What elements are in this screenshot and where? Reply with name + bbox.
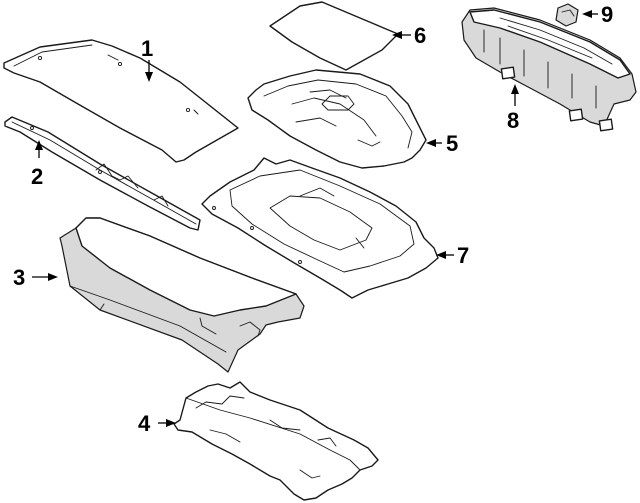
part-9-clip [555, 3, 579, 27]
callout-8-leader [511, 84, 519, 106]
callout-6-leader [392, 31, 411, 39]
part-8-rear-trim-panel [461, 7, 637, 132]
callout-7-leader [436, 251, 454, 259]
part-2-trim-rail [4, 116, 201, 231]
callout-9-leader [582, 10, 598, 18]
part-6-cover-mat [269, 1, 399, 71]
part-7-subfloor-tray [201, 157, 439, 299]
callout-7: 7 [457, 243, 469, 268]
callout-1: 1 [141, 36, 153, 61]
callout-5: 5 [446, 131, 458, 156]
callout-4-leader [158, 419, 176, 427]
callout-8: 8 [507, 108, 519, 133]
callout-6: 6 [414, 23, 426, 48]
callout-1-leader [145, 60, 153, 82]
part-4-underfloor-tray [173, 381, 379, 501]
callout-2: 2 [31, 164, 43, 189]
callout-3-leader [32, 273, 58, 281]
part-5-storage-bin [247, 69, 427, 169]
callout-2-leader [35, 140, 43, 158]
callout-9: 9 [601, 2, 613, 27]
callout-5-leader [426, 139, 442, 147]
part-1-floor-panel [3, 39, 239, 163]
callout-4: 4 [138, 411, 151, 436]
part-3-cargo-tray [59, 217, 305, 373]
callout-3: 3 [13, 265, 25, 290]
